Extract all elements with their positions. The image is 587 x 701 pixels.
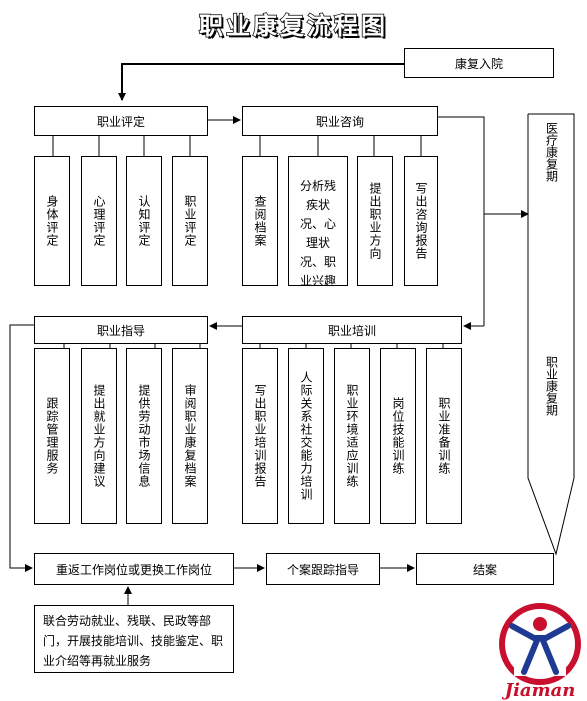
eval-item-label: 认知评定 [137, 195, 151, 247]
eval-item-label: 职业评定 [183, 195, 197, 247]
eval-item-label: 心理评定 [92, 195, 106, 247]
reemployment-services-box: 联合劳动就业、残联、民政等部门，开展技能培训、技能鉴定、职业介绍等再就业服务 [34, 605, 234, 673]
training-box: 职业培训 [242, 316, 462, 344]
evaluation-label: 职业评定 [96, 114, 145, 129]
consultation-box: 职业咨询 [242, 106, 438, 136]
training-item-box: 写出职业培训报告 [242, 348, 278, 524]
guide-item-box: 跟踪管理服务 [34, 348, 70, 524]
consultation-label: 职业咨询 [315, 114, 364, 129]
consult-item-label: 写出咨询报告 [414, 182, 428, 260]
return-to-work-label: 重返工作岗位或更换工作岗位 [55, 562, 212, 577]
guide-item-box: 审阅职业康复档案 [172, 348, 208, 524]
case-followup-label: 个案跟踪指导 [286, 562, 359, 577]
consult-item-box: 写出咨询报告 [404, 156, 438, 286]
jiaman-logo [499, 603, 581, 685]
guidance-box: 职业指导 [34, 316, 208, 344]
evaluation-box: 职业评定 [34, 106, 208, 136]
case-closed-label: 结案 [472, 562, 497, 577]
guide-item-label: 提供劳动市场信息 [137, 384, 151, 488]
eval-item-box: 身体评定 [34, 156, 70, 286]
medical-phase-label: 医疗康复期 [544, 122, 559, 182]
return-to-work-box: 重返工作岗位或更换工作岗位 [34, 553, 234, 585]
guidance-label: 职业指导 [96, 323, 145, 338]
guide-item-label: 跟踪管理服务 [45, 397, 59, 475]
consult-item-label: 查阅档案 [253, 195, 267, 247]
consult-item-label: 提出职业方向 [368, 182, 382, 260]
training-item-box: 职业环境适应训练 [334, 348, 370, 524]
training-item-label: 职业环境适应训练 [345, 384, 359, 488]
consult-item-box: 提出职业方向 [357, 156, 393, 286]
vocational-phase-label: 职业康复期 [544, 356, 559, 416]
training-item-label: 人际关系社交能力培训 [299, 371, 313, 501]
eval-item-box: 心理评定 [81, 156, 117, 286]
admission-label: 康复入院 [454, 56, 503, 71]
jiaman-logo-text: Jiaman [504, 680, 576, 701]
training-item-label: 岗位技能训练 [391, 397, 405, 475]
page-title: 职业康复流程图 [198, 11, 388, 41]
guide-item-label: 审阅职业康复档案 [183, 384, 197, 488]
case-followup-box: 个案跟踪指导 [266, 553, 380, 585]
training-item-label: 职业准备训练 [437, 397, 451, 475]
training-item-label: 写出职业培训报告 [253, 384, 267, 488]
guide-item-box: 提供劳动市场信息 [126, 348, 162, 524]
training-item-box: 职业准备训练 [426, 348, 462, 524]
training-item-box: 岗位技能训练 [380, 348, 416, 524]
training-item-box: 人际关系社交能力培训 [288, 348, 324, 524]
consult-item-box: 分析残疾状况、心理状况、职业兴趣 [288, 156, 348, 288]
eval-item-box: 职业评定 [172, 156, 208, 286]
training-label: 职业培训 [327, 323, 376, 338]
admission-box: 康复入院 [404, 48, 554, 78]
eval-item-label: 身体评定 [45, 195, 59, 247]
reemployment-services-text: 联合劳动就业、残联、民政等部门，开展技能培训、技能鉴定、职业介绍等再就业服务 [43, 614, 224, 668]
consult-item-box: 查阅档案 [242, 156, 278, 286]
guide-item-label: 提出就业方向建议 [92, 384, 106, 488]
case-closed-box: 结案 [416, 553, 554, 585]
consult-item-label: 分析残疾状况、心理状况、职业兴趣 [299, 179, 336, 288]
eval-item-box: 认知评定 [126, 156, 162, 286]
guide-item-box: 提出就业方向建议 [81, 348, 117, 524]
